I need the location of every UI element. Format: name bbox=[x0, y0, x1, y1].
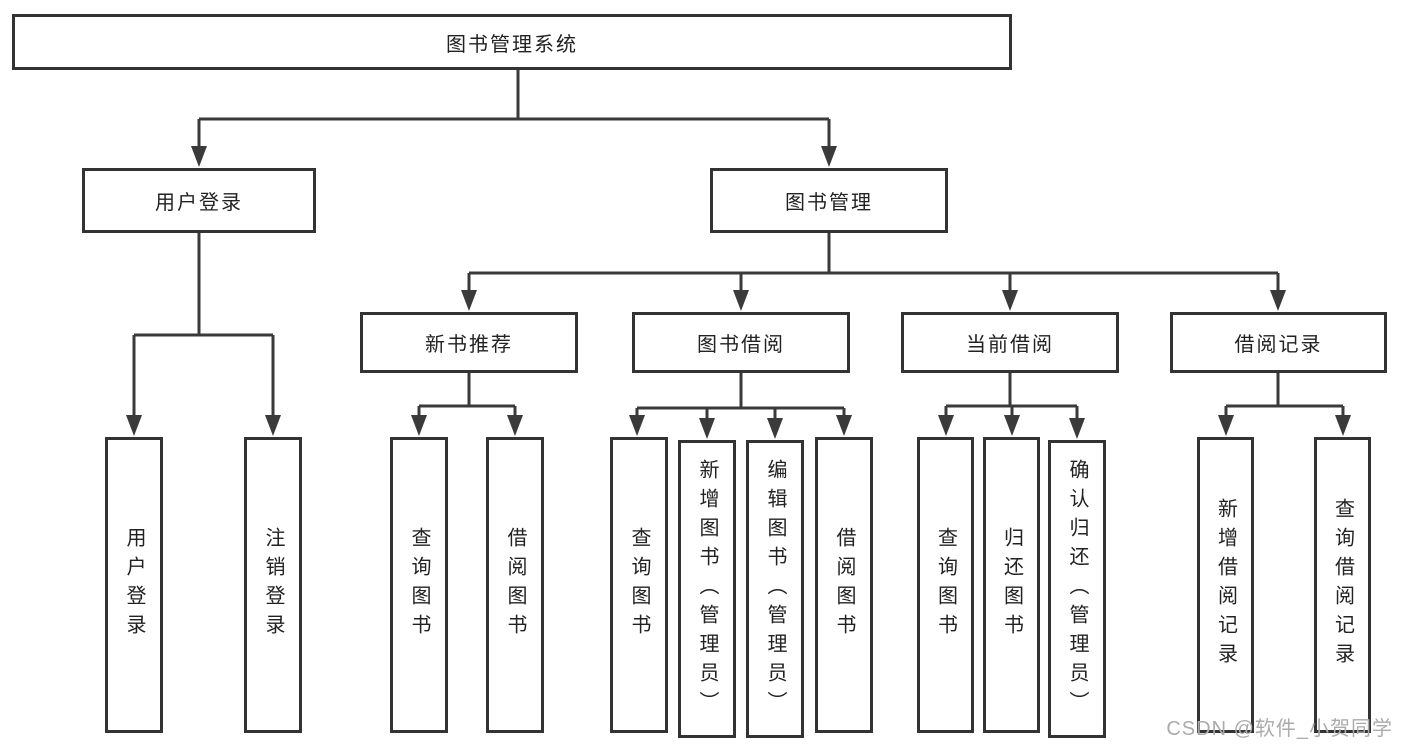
node-book-borrow-label: 图书借阅 bbox=[697, 334, 785, 356]
node-leaf-current-query-label: 查询图书 bbox=[934, 527, 957, 643]
node-leaf-newbook-query: 查询图书 bbox=[390, 437, 448, 733]
node-leaf-newbook-borrow: 借阅图书 bbox=[486, 437, 544, 733]
node-leaf-records-add: 新增借阅记录 bbox=[1197, 437, 1254, 733]
node-leaf-user-login-label: 用户登录 bbox=[123, 527, 145, 643]
node-user-login-branch-label: 用户登录 bbox=[155, 192, 243, 214]
node-leaf-records-query-label: 查询借阅记录 bbox=[1331, 498, 1354, 672]
node-leaf-bookborrow-add-label: 新增图书（管理员） bbox=[696, 458, 718, 720]
node-leaf-logout: 注销登录 bbox=[244, 437, 302, 733]
node-current-borrow-label: 当前借阅 bbox=[966, 334, 1054, 356]
node-leaf-newbook-borrow-label: 借阅图书 bbox=[504, 527, 526, 643]
node-leaf-bookborrow-edit: 编辑图书（管理员） bbox=[746, 440, 804, 738]
node-leaf-bookborrow-edit-label: 编辑图书（管理员） bbox=[764, 458, 786, 720]
node-borrow-records: 借阅记录 bbox=[1170, 312, 1387, 373]
node-leaf-current-query: 查询图书 bbox=[917, 437, 974, 733]
node-leaf-current-confirm-label: 确认归还（管理员） bbox=[1066, 458, 1088, 720]
node-root-label: 图书管理系统 bbox=[446, 33, 578, 56]
node-new-book-rec: 新书推荐 bbox=[360, 312, 578, 373]
node-leaf-records-query: 查询借阅记录 bbox=[1314, 437, 1371, 733]
node-leaf-bookborrow-query-label: 查询图书 bbox=[628, 527, 650, 643]
node-borrow-records-label: 借阅记录 bbox=[1234, 334, 1323, 356]
node-new-book-rec-label: 新书推荐 bbox=[425, 334, 513, 356]
node-leaf-records-add-label: 新增借阅记录 bbox=[1214, 498, 1237, 672]
node-leaf-bookborrow-borrow: 借阅图书 bbox=[815, 437, 873, 733]
node-book-mgmt-branch-label: 图书管理 bbox=[785, 192, 873, 214]
node-leaf-current-confirm: 确认归还（管理员） bbox=[1048, 440, 1106, 738]
node-book-borrow: 图书借阅 bbox=[632, 312, 850, 373]
csdn-watermark: CSDN @软件_小贺同学 bbox=[1166, 718, 1393, 740]
node-user-login-branch: 用户登录 bbox=[82, 168, 316, 233]
node-leaf-current-return: 归还图书 bbox=[983, 437, 1040, 733]
node-leaf-user-login: 用户登录 bbox=[105, 437, 163, 733]
node-leaf-newbook-query-label: 查询图书 bbox=[408, 527, 430, 643]
node-leaf-bookborrow-query: 查询图书 bbox=[610, 437, 668, 733]
node-root: 图书管理系统 bbox=[12, 14, 1012, 70]
node-leaf-bookborrow-add: 新增图书（管理员） bbox=[678, 440, 736, 738]
node-book-mgmt-branch: 图书管理 bbox=[710, 168, 948, 233]
node-leaf-bookborrow-borrow-label: 借阅图书 bbox=[833, 527, 855, 643]
node-current-borrow: 当前借阅 bbox=[901, 312, 1119, 373]
node-leaf-logout-label: 注销登录 bbox=[262, 527, 284, 643]
node-leaf-current-return-label: 归还图书 bbox=[1000, 527, 1023, 643]
